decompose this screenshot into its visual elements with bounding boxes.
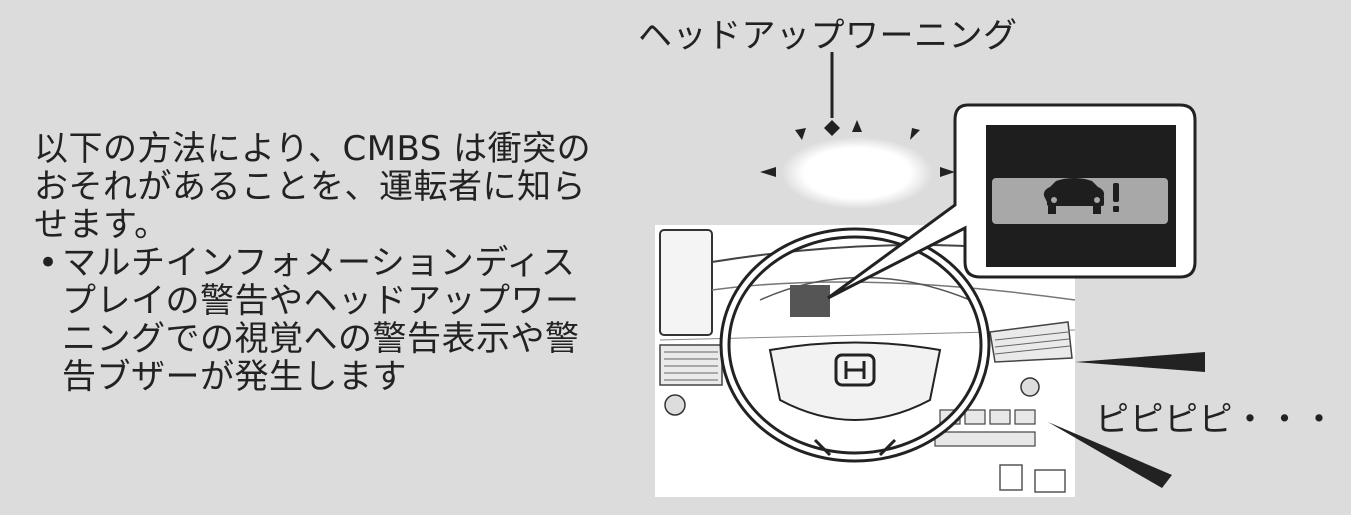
hud-leader-arrow (824, 120, 840, 136)
car-exclamation-icon (1043, 178, 1119, 214)
switch-panel (934, 409, 1036, 447)
beep-sound-label: ピピピピ・・・ (1095, 400, 1337, 440)
center-screen (659, 229, 713, 336)
right-air-vent-icon (989, 321, 1073, 363)
multi-info-display-highlight (790, 285, 830, 317)
honda-logo-icon (834, 353, 876, 387)
left-air-vent-icon (659, 344, 723, 386)
beep-wedge-bottom (1048, 422, 1172, 488)
engine-start-button-icon (664, 394, 686, 416)
gear-area (999, 464, 1066, 493)
glow-rays-icon (760, 120, 955, 177)
bullet-item: • マルチインフォメーションディスプレイの警告やヘッドアップワーニングでの視覚へ… (34, 244, 604, 396)
warning-callout (827, 103, 1197, 300)
bullet-dot: • (38, 243, 59, 283)
hud-warning-glow-icon (781, 137, 933, 209)
bullet-text: マルチインフォメーションディスプレイの警告やヘッドアップワーニングでの視覚への警… (62, 243, 580, 397)
intro-text: 以下の方法により、CMBS は衝突のおそれがあることを、運転者に知らせます。 (34, 129, 592, 245)
right-knob-icon (1020, 377, 1040, 397)
bullet-list: • マルチインフォメーションディスプレイの警告やヘッドアップワーニングでの視覚へ… (34, 244, 604, 396)
description-block: 以下の方法により、CMBS は衝突のおそれがあることを、運転者に知らせます。 •… (34, 130, 604, 396)
steering-wheel-icon (719, 227, 991, 463)
head-up-warning-label: ヘッドアップワーニング (638, 16, 1018, 56)
beep-wedge-top (1075, 352, 1205, 372)
